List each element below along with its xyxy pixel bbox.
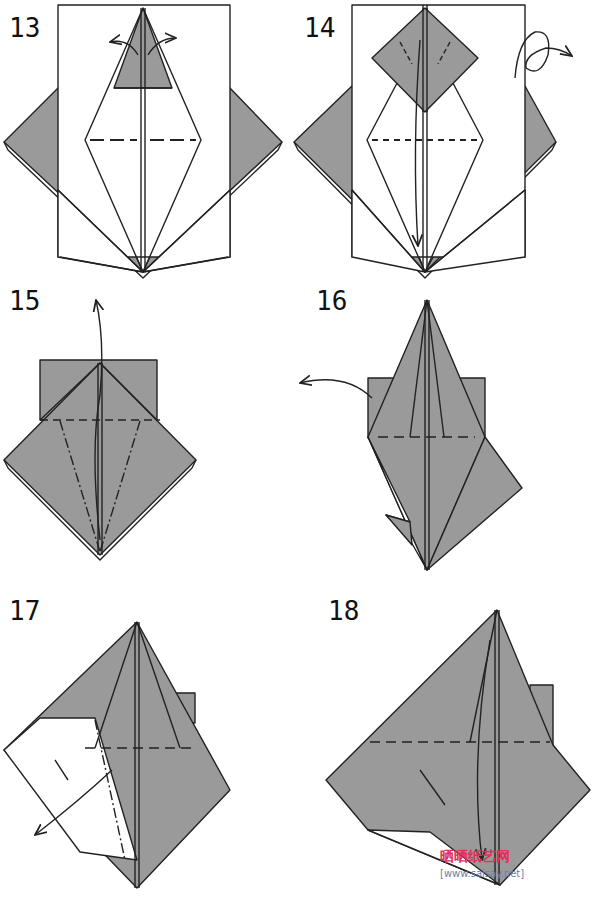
- step-17-figure: [4, 622, 230, 888]
- step-14-figure: [294, 5, 572, 278]
- step-15-figure: [4, 300, 196, 560]
- watermark-url: [www.saisay.net]: [440, 869, 524, 879]
- step-number: 13: [9, 15, 40, 41]
- step-number: 17: [9, 598, 40, 624]
- step-16-figure: [300, 300, 522, 570]
- step-number: 15: [9, 288, 40, 314]
- step-18-figure: [326, 610, 590, 885]
- step-number: 16: [316, 288, 347, 314]
- watermark: 晒晒纸艺网: [440, 849, 510, 863]
- step-13-figure: [4, 5, 282, 278]
- step-number: 18: [328, 598, 359, 624]
- step-number: 14: [304, 15, 335, 41]
